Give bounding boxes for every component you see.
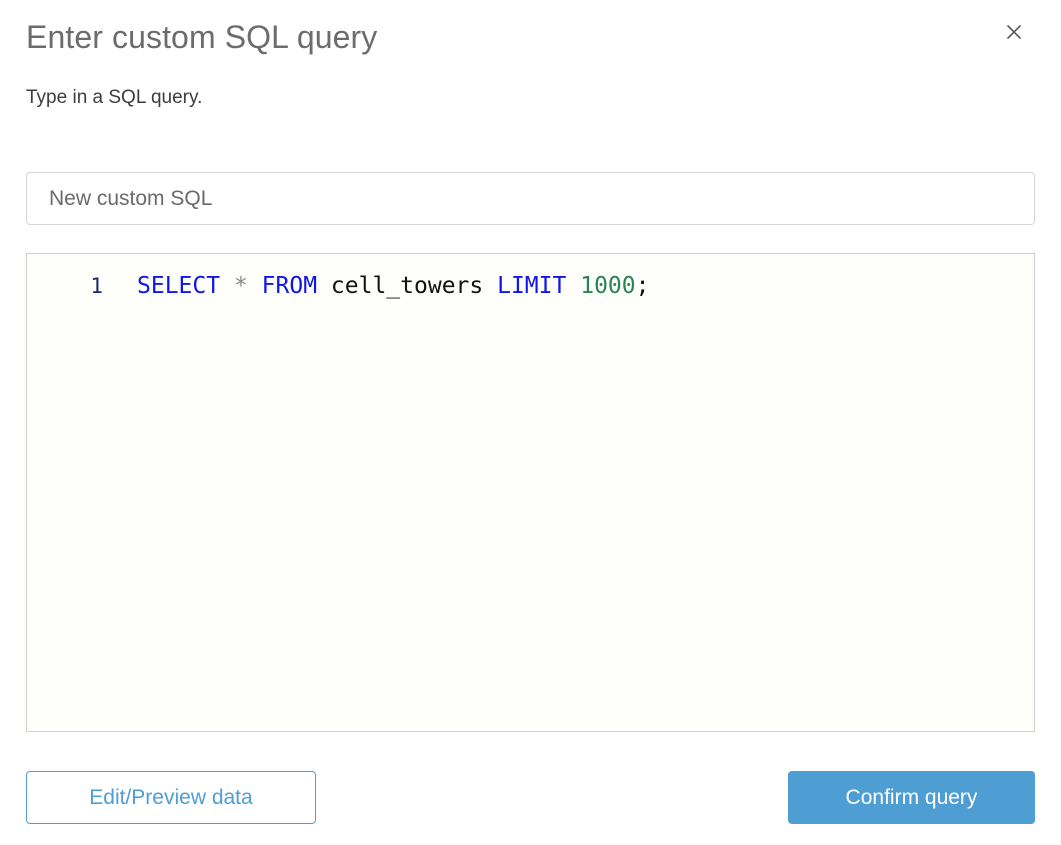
confirm-query-button[interactable]: Confirm query: [788, 771, 1035, 824]
sql-token-limit: LIMIT: [497, 273, 567, 299]
sql-token-select: SELECT: [137, 273, 221, 299]
sql-token-semicolon: ;: [635, 273, 650, 299]
sql-space: [317, 273, 331, 299]
query-name-input[interactable]: [26, 172, 1035, 225]
dialog-subtitle: Type in a SQL query.: [26, 87, 203, 108]
line-number: 1: [90, 274, 103, 298]
sql-space: [220, 273, 234, 299]
sql-space: [566, 273, 580, 299]
close-icon: [1004, 22, 1024, 42]
close-button[interactable]: [998, 16, 1030, 48]
page-title: Enter custom SQL query: [26, 19, 378, 55]
sql-space: [483, 273, 497, 299]
sql-code[interactable]: SELECT * FROM cell_towers LIMIT 1000;: [103, 269, 649, 303]
sql-token-from: FROM: [261, 273, 318, 299]
sql-space: [248, 273, 262, 299]
editor-line: 1 SELECT * FROM cell_towers LIMIT 1000;: [27, 254, 1034, 303]
edit-preview-data-button[interactable]: Edit/Preview data: [26, 771, 316, 824]
sql-editor[interactable]: 1 SELECT * FROM cell_towers LIMIT 1000;: [26, 253, 1035, 732]
sql-token-table: cell_towers: [330, 273, 484, 299]
sql-token-number: 1000: [580, 273, 636, 299]
sql-token-star: *: [233, 273, 248, 299]
